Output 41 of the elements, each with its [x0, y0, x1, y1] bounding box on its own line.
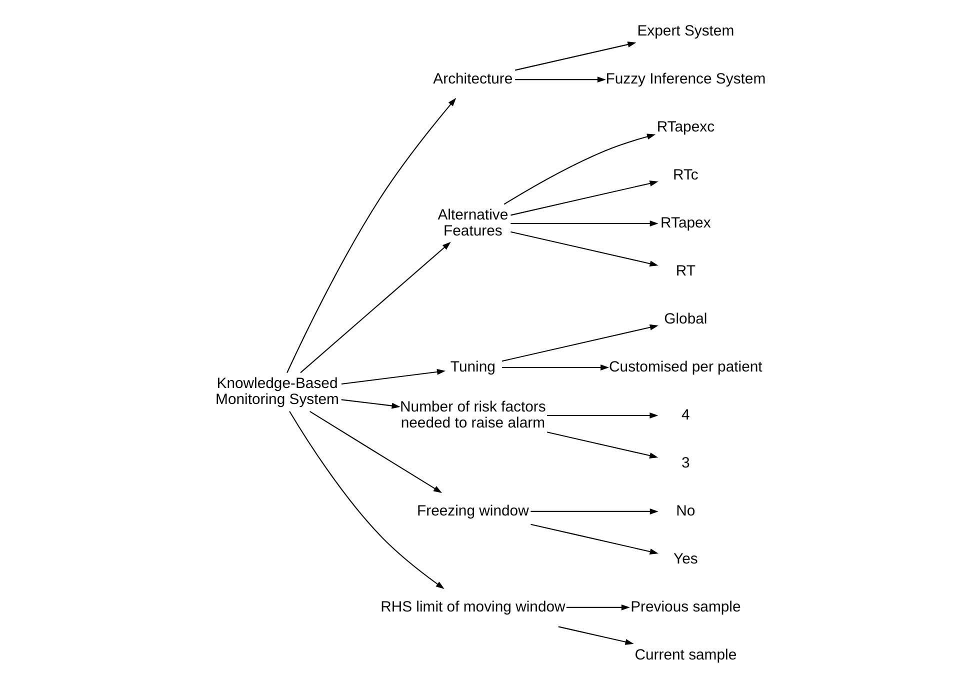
arrow — [288, 411, 444, 590]
arrow — [558, 626, 634, 645]
arrow — [340, 399, 400, 409]
node-text: RTc — [672, 166, 698, 184]
arrow — [501, 364, 609, 370]
arrow — [514, 76, 606, 83]
arrow — [514, 42, 636, 71]
node-text: Expert System — [636, 22, 734, 40]
arrow — [510, 220, 658, 227]
node-text: 3 — [681, 454, 690, 472]
arrow — [340, 368, 446, 385]
arrow — [503, 134, 656, 205]
node-text: Customised per patient — [608, 358, 762, 376]
arrow — [300, 242, 450, 374]
node-text: Yes — [673, 550, 698, 568]
arrow — [309, 411, 442, 494]
arrow — [546, 432, 658, 458]
node-text: Freezing window — [416, 502, 528, 520]
node-text: Alternative Features — [437, 206, 508, 240]
node-text: RTapex — [660, 214, 710, 232]
node-text: RT — [675, 262, 695, 280]
arrow — [501, 324, 658, 362]
arrow — [530, 524, 658, 554]
arrow — [510, 180, 658, 216]
node-text: Knowledge-Based Monitoring System — [215, 374, 338, 408]
node-text: Number of risk factors needed to raise alarm — [400, 398, 546, 432]
node-text: Fuzzy Inference System — [605, 70, 766, 88]
arrow — [530, 508, 658, 514]
node-text: Previous sample — [630, 598, 740, 616]
node-text: Architecture — [432, 70, 512, 88]
arrow — [566, 604, 630, 610]
arrow — [286, 98, 456, 373]
node-text: Current sample — [634, 646, 736, 664]
node-text: Global — [664, 310, 707, 328]
node-text: Tuning — [450, 358, 495, 376]
node-text: RHS limit of moving window — [380, 598, 565, 616]
node-text: RTapexc — [656, 118, 714, 136]
arrow — [546, 412, 658, 418]
node-text: 4 — [681, 406, 690, 424]
arrow — [510, 231, 658, 267]
node-text: No — [676, 502, 695, 520]
